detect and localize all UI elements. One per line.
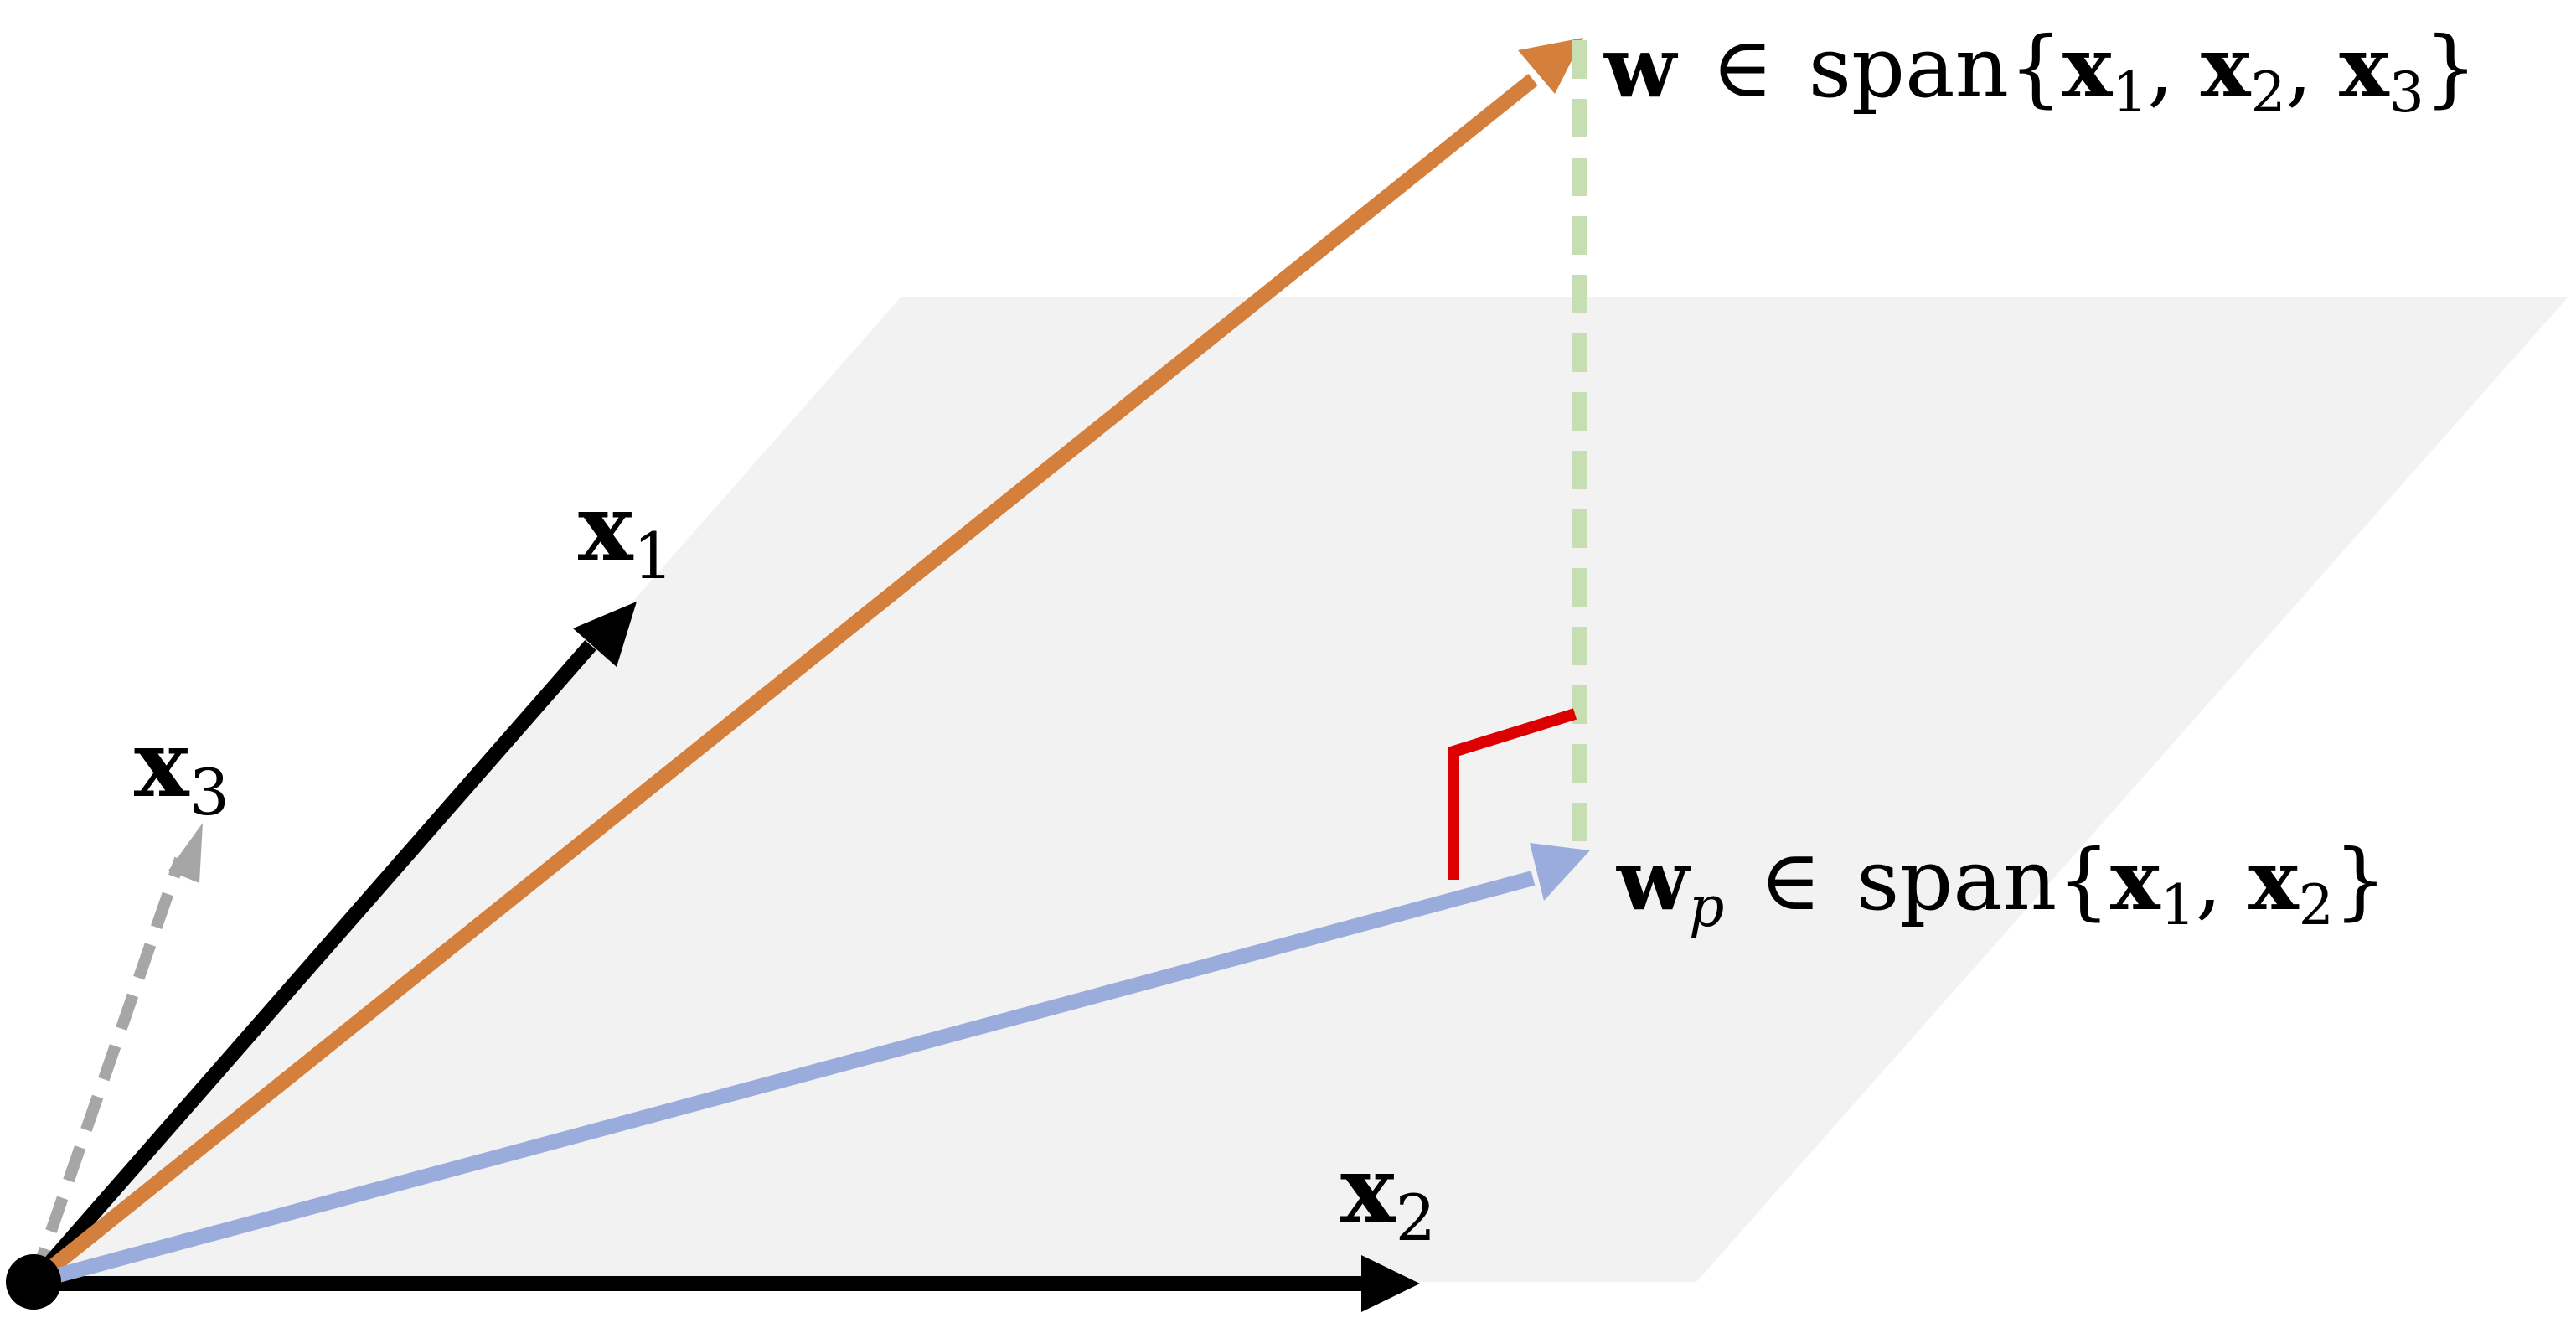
- right-angle-marker-icon: [1448, 708, 1577, 880]
- w-vector: [28, 73, 1538, 1289]
- x1-label: x1: [578, 473, 674, 593]
- x3-arrowhead-icon: [168, 823, 203, 883]
- x3-vector: [28, 856, 186, 1284]
- origin-point: [6, 1254, 61, 1310]
- span-plane: [34, 297, 2568, 1282]
- w-label: w ∈ span{x1, x2, x3}: [1603, 18, 2477, 125]
- x1-arrowhead-icon: [573, 602, 637, 667]
- x1-vector: [28, 640, 596, 1287]
- x2-label: x2: [1340, 1135, 1436, 1255]
- x2-arrowhead-icon: [1361, 1255, 1420, 1312]
- wp-label: wp ∈ span{x1, x2}: [1616, 830, 2387, 946]
- w-arrowhead-icon: [1518, 38, 1583, 94]
- wp-arrowhead-icon: [1530, 843, 1590, 901]
- wp-vector: [31, 871, 1536, 1289]
- x3-label: x3: [134, 710, 230, 829]
